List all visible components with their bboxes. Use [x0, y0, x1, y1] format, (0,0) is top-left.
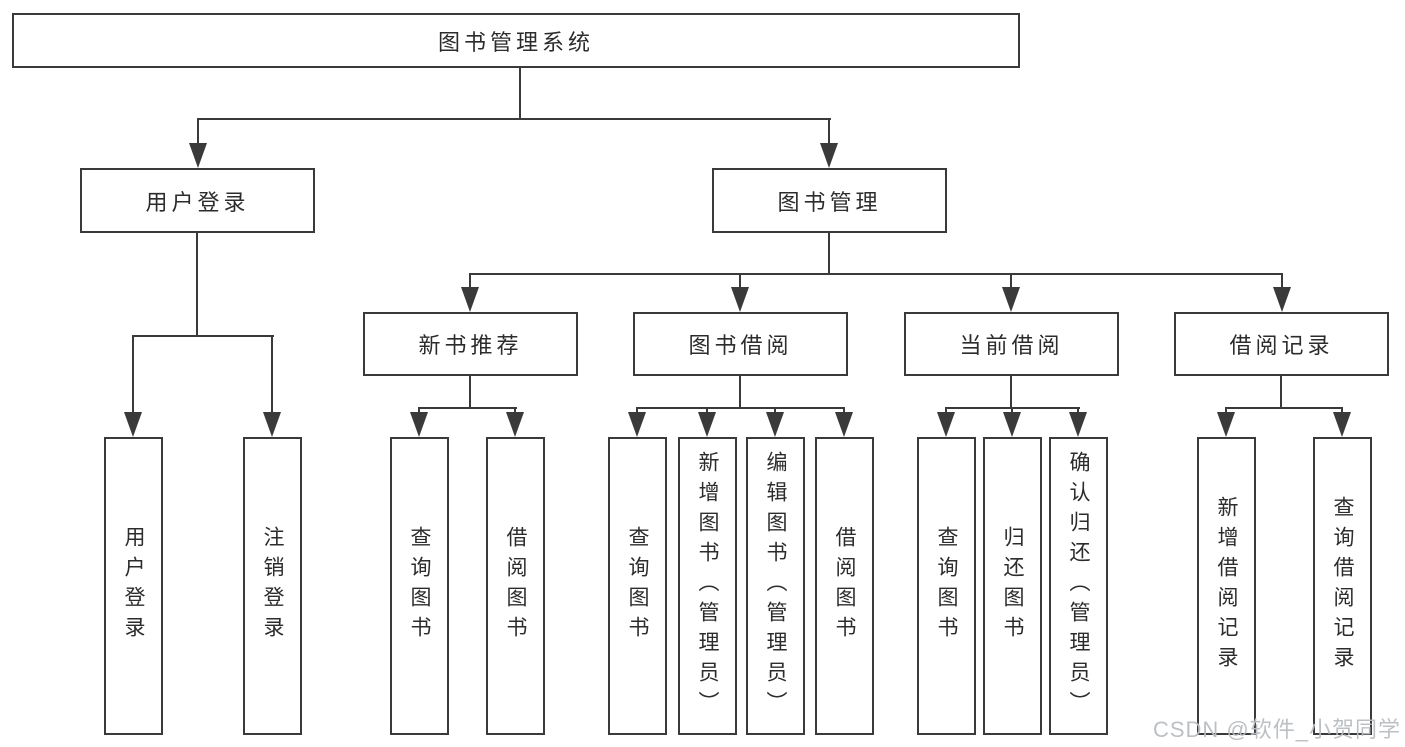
connector-line — [706, 407, 708, 415]
arrow-down-icon — [189, 143, 207, 168]
connector-line — [197, 118, 831, 120]
arrow-down-icon — [410, 412, 428, 437]
arrow-down-icon — [835, 412, 853, 437]
connector-line — [271, 335, 273, 415]
connector-line — [843, 407, 845, 415]
connector-line — [636, 407, 638, 415]
connector-line — [519, 68, 521, 120]
connector-line — [1225, 407, 1227, 415]
arrow-down-icon — [698, 412, 716, 437]
connector-line — [774, 407, 776, 415]
leaf-cb-query-book: 查询图书 — [917, 437, 976, 735]
connector-line — [469, 374, 471, 409]
arrow-down-icon — [937, 412, 955, 437]
connector-line — [196, 232, 198, 337]
node-book-borrow: 图书借阅 — [633, 312, 848, 376]
connector-line — [739, 273, 741, 290]
leaf-bb-add-book-admin: 新增图书（管理员） — [678, 437, 737, 735]
node-book-management: 图书管理 — [712, 168, 947, 233]
connector-line — [1280, 374, 1282, 409]
leaf-logout: 注销登录 — [243, 437, 302, 735]
arrow-down-icon — [1003, 412, 1021, 437]
connector-line — [739, 374, 741, 409]
connector-line — [1010, 273, 1012, 290]
leaf-cb-confirm-return-admin: 确认归还（管理员） — [1049, 437, 1108, 735]
node-borrow-records: 借阅记录 — [1174, 312, 1389, 376]
leaf-user-login: 用户登录 — [104, 437, 163, 735]
node-current-borrow: 当前借阅 — [904, 312, 1119, 376]
leaf-nb-query-book: 查询图书 — [390, 437, 449, 735]
connector-line — [1010, 374, 1012, 409]
arrow-down-icon — [731, 287, 749, 312]
arrow-down-icon — [1273, 287, 1291, 312]
connector-line — [469, 273, 471, 290]
arrow-down-icon — [1333, 412, 1351, 437]
arrow-down-icon — [1069, 412, 1087, 437]
connector-line — [469, 273, 1283, 275]
node-user-login: 用户登录 — [80, 168, 315, 233]
arrow-down-icon — [506, 412, 524, 437]
leaf-br-add-record: 新增借阅记录 — [1197, 437, 1256, 735]
csdn-watermark: CSDN @软件_小贺同学 — [1152, 717, 1401, 742]
arrow-down-icon — [263, 412, 281, 437]
leaf-nb-borrow-book: 借阅图书 — [486, 437, 545, 735]
connector-line — [197, 118, 199, 146]
arrow-down-icon — [820, 143, 838, 168]
arrow-down-icon — [461, 287, 479, 312]
connector-line — [418, 407, 420, 415]
connector-line — [828, 118, 830, 146]
node-root: 图书管理系统 — [12, 13, 1020, 68]
connector-line — [1077, 407, 1079, 415]
arrow-down-icon — [628, 412, 646, 437]
arrow-down-icon — [124, 412, 142, 437]
connector-line — [945, 407, 947, 415]
connector-line — [636, 407, 845, 409]
arrow-down-icon — [1002, 287, 1020, 312]
leaf-bb-edit-book-admin: 编辑图书（管理员） — [746, 437, 805, 735]
connector-line — [1011, 407, 1013, 415]
leaf-cb-return-book: 归还图书 — [983, 437, 1042, 735]
node-new-book-recommend: 新书推荐 — [363, 312, 578, 376]
connector-line — [418, 407, 517, 409]
connector-line — [132, 335, 134, 415]
connector-line — [828, 232, 830, 275]
connector-line — [514, 407, 516, 415]
leaf-bb-borrow-book: 借阅图书 — [815, 437, 874, 735]
leaf-br-query-record: 查询借阅记录 — [1313, 437, 1372, 735]
leaf-bb-query-book: 查询图书 — [608, 437, 667, 735]
arrow-down-icon — [766, 412, 784, 437]
connector-line — [132, 335, 274, 337]
connector-line — [1225, 407, 1343, 409]
connector-line — [1281, 273, 1283, 290]
arrow-down-icon — [1217, 412, 1235, 437]
connector-line — [1341, 407, 1343, 415]
